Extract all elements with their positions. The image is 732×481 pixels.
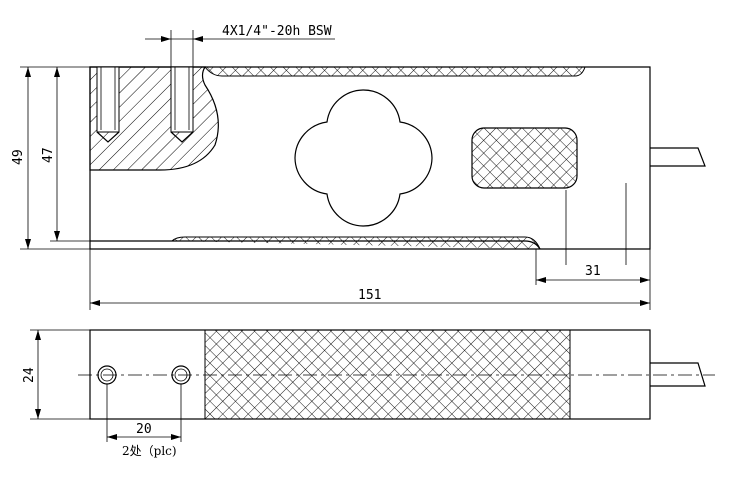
dim-cable-offset: 31 bbox=[585, 264, 601, 279]
hole-note: 2处（plc) bbox=[122, 444, 177, 458]
dim-hole-spacing: 20 bbox=[136, 422, 152, 437]
bottom-groove bbox=[171, 236, 541, 250]
side-view: 4X1/4"-20h BSW 49 47 31 151 bbox=[11, 24, 706, 310]
strain-cutout bbox=[294, 89, 433, 227]
gauge-pad bbox=[471, 127, 578, 189]
dim-length-total: 151 bbox=[358, 288, 381, 303]
dim-height-total: 49 bbox=[11, 149, 26, 165]
plan-view: 24 20 2处（plc) bbox=[22, 329, 715, 458]
cable bbox=[650, 147, 706, 167]
thread-note: 4X1/4"-20h BSW bbox=[222, 24, 332, 39]
threaded-hole bbox=[96, 66, 120, 143]
top-groove bbox=[204, 66, 586, 77]
cable-plan bbox=[650, 362, 706, 387]
dim-width: 24 bbox=[22, 367, 37, 383]
gauge-area bbox=[204, 329, 571, 420]
dim-height-body: 47 bbox=[41, 147, 56, 163]
threaded-hole bbox=[170, 66, 194, 143]
